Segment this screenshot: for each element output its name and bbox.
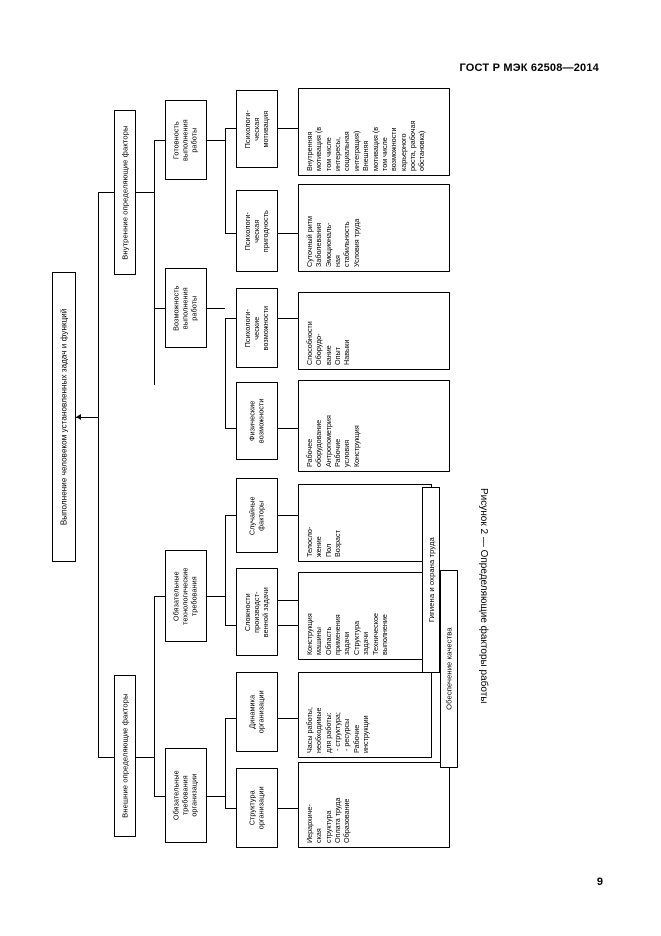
- connector-l2a-out: [136, 192, 154, 193]
- connector-l4-motivation: [225, 128, 236, 129]
- connector-leaf-4: [278, 428, 298, 429]
- connector-l2a: [98, 192, 114, 193]
- connector-tech-out: [207, 596, 225, 597]
- node-internal-factors-label: Внутренние определяющие факторы: [120, 125, 130, 260]
- node-readiness: Готовность выполнения работы: [165, 100, 207, 180]
- node-task-complexity: Сложности производст- венной задачи: [236, 568, 278, 656]
- leaf-physical-abilities-label: Рабочее оборудование Антропометрия Рабоч…: [305, 415, 361, 467]
- spine-tech-children: [225, 515, 226, 625]
- connector-l3-capability: [154, 308, 165, 309]
- connector-l4-random: [225, 515, 236, 516]
- node-org-dynamics: Динамика организации: [236, 672, 278, 752]
- leaf-psych-abilities: Способности Оборудо- вание Опыт Навыки: [298, 292, 450, 370]
- connector-root-spine: [76, 417, 98, 418]
- node-psych-abilities-label: Психологи- ческие возможности: [242, 305, 270, 351]
- node-psych-suitability-label: Психологи- ческая пригодность: [242, 209, 270, 253]
- spine-readiness-children: [225, 128, 226, 233]
- standard-header: ГОСТ Р МЭК 62508—2014: [459, 62, 599, 74]
- connector-l3-tech: [154, 596, 165, 597]
- node-psych-motivation: Психологи- ческая мотивация: [236, 90, 278, 168]
- node-org-structure-label: Структура организации: [247, 786, 266, 830]
- bracket-occupational-hygiene-label: Гигиена и охрана труда: [426, 537, 436, 623]
- node-psych-abilities: Психологи- ческие возможности: [236, 288, 278, 368]
- node-org-requirements-label: Обязательные требования организации: [171, 770, 199, 821]
- leaf-org-structure: Иерархиче- ская структура Оплата труда О…: [298, 762, 450, 848]
- connector-leaf-5: [278, 515, 298, 516]
- connector-l2b-out: [136, 757, 154, 758]
- connector-leaf-8: [278, 808, 298, 809]
- leaf-physical-abilities: Рабочее оборудование Антропометрия Рабоч…: [298, 380, 450, 472]
- node-physical-abilities: Физические возможности: [236, 382, 278, 460]
- leaf-org-dynamics-label: Часы работы, необходимые для работы: - с…: [305, 707, 371, 753]
- spine-level3-external: [154, 596, 155, 796]
- node-capability: Возможность выполнения работы: [165, 268, 207, 348]
- page-number: 9: [596, 876, 603, 888]
- connector-leaf-6: [278, 600, 298, 601]
- connector-capability-out: [207, 308, 225, 309]
- connector-l2b: [98, 757, 114, 758]
- bracket-occupational-hygiene: Гигиена и охрана труда: [422, 487, 440, 673]
- leaf-task-complexity: Конструкция машины Область применения за…: [298, 572, 432, 660]
- connector-leaf-7: [278, 718, 298, 719]
- spine-level3-internal: [154, 140, 155, 385]
- leaf-suitability: Суточный ритм Заболевания Эмоциональ- на…: [298, 184, 450, 272]
- leaf-psych-abilities-label: Способности Оборудо- вание Опыт Навыки: [305, 321, 352, 365]
- node-psych-suitability: Психологи- ческая пригодность: [236, 190, 278, 272]
- bracket-quality-assurance: Обеспечение качества: [440, 570, 458, 768]
- node-external-factors: Внешние определяющие факторы: [114, 675, 136, 837]
- leaf-suitability-label: Суточный ритм Заболевания Эмоциональ- на…: [305, 216, 361, 267]
- connector-leaf-3: [278, 318, 298, 319]
- connector-readiness-out: [207, 140, 225, 141]
- connector-l4-physical: [225, 428, 236, 429]
- node-readiness-label: Готовность выполнения работы: [171, 119, 199, 161]
- leaf-org-dynamics: Часы работы, необходимые для работы: - с…: [298, 672, 432, 758]
- spine-capability-children: [225, 318, 226, 428]
- connector-spine-level2: [98, 192, 99, 757]
- leaf-motivation: Внутренняя мотивация (в том числе интере…: [298, 88, 450, 176]
- arrow-root: [76, 414, 81, 420]
- node-internal-factors: Внутренние определяющие факторы: [114, 110, 136, 275]
- figure-caption: Рисунок 2 — Определяющие факторы работы: [478, 488, 489, 704]
- leaf-random-factors-label: Телосло- жение Пол Возраст: [305, 526, 343, 557]
- connector-l4-complexity: [225, 625, 236, 626]
- node-physical-abilities-label: Физические возможности: [247, 398, 265, 444]
- node-tech-requirements: Обязательные технологические требования: [165, 550, 207, 642]
- connector-org-out: [207, 796, 225, 797]
- connector-l3-readiness: [154, 140, 165, 141]
- node-tech-requirements-label: Обязательные технологические требования: [171, 567, 199, 625]
- leaf-task-complexity-label: Конструкция машины Область применения за…: [305, 613, 389, 655]
- bracket-quality-assurance-label: Обеспечение качества: [444, 627, 454, 711]
- spine-org-children: [225, 718, 226, 808]
- connector-l4-suitability: [225, 233, 236, 234]
- connector-l4-dynamics: [225, 718, 236, 719]
- node-capability-label: Возможность выполнения работы: [171, 285, 199, 331]
- connector-l4-psychabilities: [225, 318, 236, 319]
- connector-l4-structure: [225, 808, 236, 809]
- node-random-factors-label: Случайные факторы: [247, 496, 265, 535]
- leaf-random-factors: Телосло- жение Пол Возраст: [298, 484, 432, 562]
- node-task-complexity-label: Сложности производст- венной задачи: [242, 586, 270, 638]
- connector-leaf-1: [278, 128, 298, 129]
- node-root-label: Выполнение человеком установленных задач…: [59, 308, 69, 526]
- connector-l3-org: [154, 796, 165, 797]
- node-root: Выполнение человеком установленных задач…: [52, 272, 76, 562]
- node-random-factors: Случайные факторы: [236, 478, 278, 553]
- leaf-motivation-label: Внутренняя мотивация (в том числе интере…: [305, 120, 427, 171]
- node-psych-motivation-label: Психологи- ческая мотивация: [242, 109, 270, 149]
- node-org-structure: Структура организации: [236, 768, 278, 848]
- node-org-dynamics-label: Динамика организации: [247, 690, 266, 734]
- node-external-factors-label: Внешние определяющие факторы: [120, 693, 130, 819]
- connector-leaf-6b: [278, 625, 298, 626]
- connector-leaf-2: [278, 233, 298, 234]
- node-org-requirements: Обязательные требования организации: [165, 748, 207, 843]
- leaf-org-structure-label: Иерархиче- ская структура Оплата труда О…: [305, 797, 352, 843]
